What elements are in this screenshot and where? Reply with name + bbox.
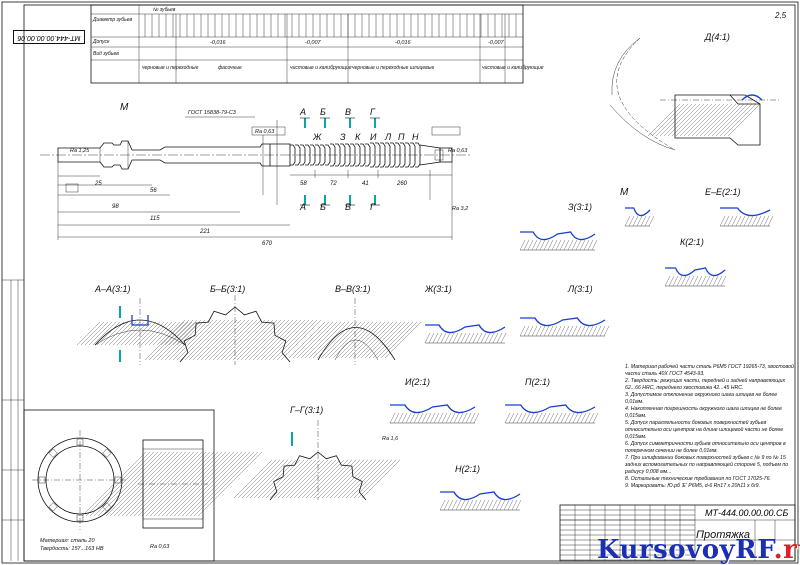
section-gg-title: Г–Г(3:1): [290, 405, 323, 415]
cut-letter: В: [345, 107, 351, 117]
teeth-table: [90, 4, 524, 84]
cut-letter: А: [299, 107, 306, 117]
section-vv-title: В–В(3:1): [335, 284, 371, 294]
total-length: 670: [262, 241, 273, 247]
detail-d: [609, 37, 780, 151]
dim-58: 58: [300, 181, 307, 187]
table-tolerance: -0,016: [210, 40, 227, 46]
dim-115: 115: [150, 216, 160, 222]
table-row-label: Диаметр зубьев: [92, 17, 133, 23]
roughness-label: Ra 1,25: [70, 148, 90, 154]
note-item: 4. Накопленная погрешность окружного шаг…: [625, 406, 782, 419]
note-item: 9. Маркировать: Ю.рб 'Е' Р6М5, d-6 Rn17 …: [625, 483, 761, 489]
zone-letter: И: [370, 132, 377, 142]
note-item: 2. Твердость: режущих части, передней и …: [625, 378, 786, 391]
hardness-note: Твердость: 157...163 НВ: [40, 546, 104, 552]
detail-ee-title: Е–Е(2:1): [705, 187, 741, 197]
drawing-code: МТ-444.00.00.00.СБ: [705, 508, 789, 518]
technical-notes: 1. Материал рабочей части сталь Р6М5 ГОС…: [625, 364, 797, 490]
detail-m-label: М: [620, 187, 629, 198]
cut-letter: В: [345, 202, 351, 212]
roughness-label: Ra 3,2: [452, 206, 468, 212]
zone-letter: З: [340, 132, 346, 142]
roughness-label: Ra 0,63: [150, 544, 170, 550]
view-m-label: М: [120, 102, 129, 113]
detail-i-title: И(2:1): [405, 377, 430, 387]
watermark-logo: KursovoyRF.ru: [597, 535, 800, 565]
watermark-main: KursovoyRF: [597, 535, 774, 565]
watermark-tld: .ru: [773, 535, 800, 565]
zone-letter: Ж: [312, 132, 322, 142]
roughness-label: Ra 1,6: [382, 436, 399, 442]
standard-label: ГОСТ 15838-79-С3: [188, 110, 237, 116]
table-row-label: Допуск: [92, 39, 110, 45]
section-bb-title: Б–Б(3:1): [210, 284, 245, 294]
table-kind: черновые и переходные шлицевые: [352, 65, 434, 71]
dim-72: 72: [330, 181, 337, 187]
dim-25: 25: [94, 181, 102, 187]
note-item: 3. Допустимое отклонение окружного шага …: [625, 392, 778, 405]
dim-221: 221: [199, 229, 210, 235]
detail-zh-title: Ж(3:1): [424, 284, 452, 294]
dim-98: 98: [112, 204, 119, 210]
detail-n-title: Н(2:1): [455, 464, 480, 474]
cut-letter: Б: [320, 107, 326, 117]
scale-mark: 2,5: [774, 11, 787, 20]
note-item: 5. Допуск параллельности боковых поверхн…: [625, 420, 784, 440]
detail-k-title: К(2:1): [680, 237, 704, 247]
section-bb: [144, 295, 322, 365]
dim-56: 56: [150, 188, 157, 194]
zone-letter: Н: [412, 132, 419, 142]
dim-41: 41: [362, 181, 369, 187]
detail-l-title: Л(3:1): [567, 284, 593, 294]
cut-letter: Г: [370, 107, 376, 117]
side-code-box: МТ-444.00.00.00.06: [13, 30, 85, 44]
cut-letter: А: [299, 202, 306, 212]
section-aa: [76, 298, 201, 365]
zone-letter: П: [398, 132, 405, 142]
note-item: 7. При шлифовании боковых поверхностей з…: [625, 455, 789, 475]
cut-letter: Б: [320, 202, 326, 212]
table-kind: фасочные: [218, 65, 242, 71]
zone-letter: К: [355, 132, 361, 142]
note-item: 6. Допуск симметричности зубьев относите…: [625, 441, 786, 454]
table-tolerance: -0,007: [488, 40, 505, 46]
dim-260: 260: [396, 181, 408, 187]
roughness-label: Ra 0,63: [255, 129, 275, 135]
table-row-label: Вид зубьев: [93, 51, 119, 57]
table-kind: черновые и переходные: [142, 65, 199, 71]
table-tolerance: -0,016: [395, 40, 412, 46]
detail-d-title: Д(4:1): [704, 32, 730, 42]
note-item: 1. Материал рабочей части сталь Р6М5 ГОС…: [625, 364, 794, 377]
section-aa-title: А–А(3:1): [94, 284, 131, 294]
title-block-lines: [559, 504, 796, 562]
section-gg: [233, 420, 401, 501]
table-kind: чистовые и калибрующие: [482, 65, 544, 71]
table-row-label: № зубьев: [153, 7, 176, 13]
detail-p-title: П(2:1): [525, 377, 550, 387]
detail-z-title: З(3:1): [568, 202, 592, 212]
broach-main-view: [40, 116, 470, 240]
table-kind: чистовые и калибрующие: [290, 65, 352, 71]
section-vv: [288, 298, 422, 365]
zone-letter: Л: [384, 132, 392, 142]
ring-views: [23, 409, 263, 562]
part-name: Протяжка: [696, 529, 751, 541]
cut-letter: Г: [370, 202, 376, 212]
note-item: 8. Остальные технические требования по Г…: [625, 476, 771, 482]
roughness-label: Ra 0,63: [448, 148, 468, 154]
table-tolerance: -0,007: [305, 40, 322, 46]
material-note: Материал: сталь 20: [40, 538, 95, 544]
